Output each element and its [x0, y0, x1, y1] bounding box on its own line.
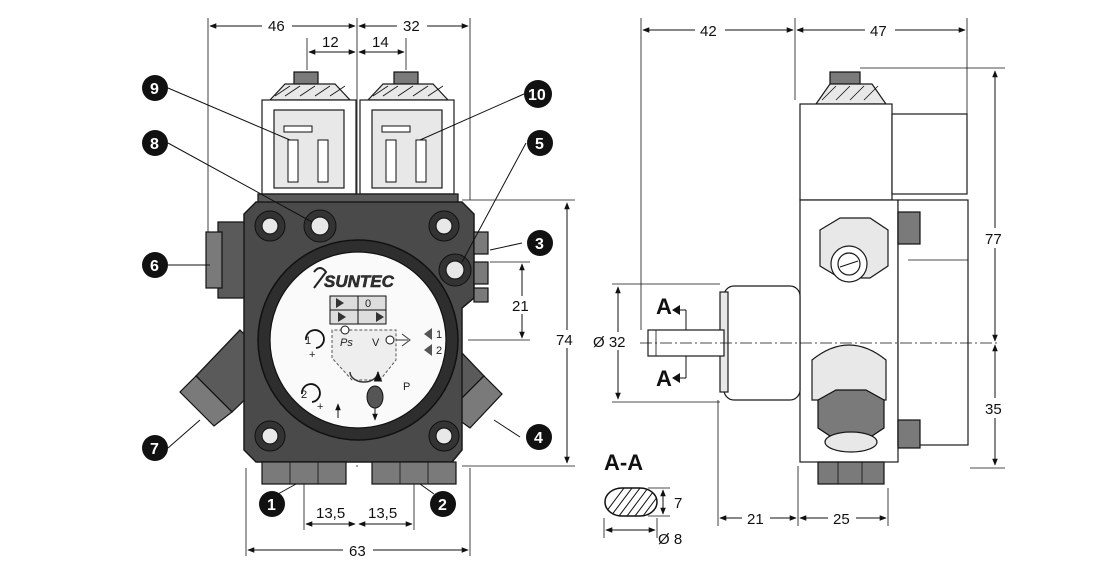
coil-left: [261, 71, 357, 195]
section-mark-lower: A: [656, 366, 672, 391]
callout-5: 5: [527, 130, 553, 156]
section-mark-upper: A: [656, 294, 672, 319]
dim-46: 46: [268, 18, 285, 35]
brand-logo: SUNTEC: [324, 272, 395, 291]
label-v: V: [372, 337, 380, 349]
dim-12: 12: [322, 34, 339, 51]
dim-77: 77: [985, 231, 1002, 248]
svg-text:9: 9: [150, 81, 159, 98]
mark-zero: 0: [365, 298, 371, 310]
dim-32: 32: [403, 18, 420, 35]
rot-1: 1: [305, 335, 311, 347]
dim-21-side: 21: [747, 511, 764, 528]
dim-shaft-dia: Ø 32: [593, 334, 626, 351]
label-p: P: [403, 381, 410, 393]
label-two: 2: [436, 345, 442, 357]
coil-right: [359, 71, 455, 195]
callout-3: 3: [527, 230, 553, 256]
corner-screws: [254, 210, 460, 452]
section-title: A-A: [604, 450, 643, 475]
callout-8: 8: [142, 130, 168, 156]
callout-7: 7: [142, 435, 168, 461]
side-view: 42 47 A: [590, 18, 1010, 528]
dim-21: 21: [512, 298, 529, 315]
plus-1: +: [309, 349, 315, 361]
plus-2: +: [317, 401, 323, 413]
svg-text:4: 4: [534, 430, 543, 447]
dim-74: 74: [556, 332, 573, 349]
dim-25: 25: [833, 511, 850, 528]
svg-text:2: 2: [438, 497, 447, 514]
callout-2: 2: [430, 491, 456, 517]
label-ps: Ps: [340, 337, 353, 349]
front-view: 46 32 12 14: [142, 17, 579, 560]
svg-text:5: 5: [535, 136, 544, 153]
rot-2: 2: [301, 389, 307, 401]
dim-47: 47: [870, 23, 887, 40]
dim-13-5-right: 13,5: [368, 505, 397, 522]
svg-text:6: 6: [150, 258, 159, 275]
dim-13-5-left: 13,5: [316, 505, 345, 522]
section-a-a: A-A 7 Ø 8: [603, 450, 682, 548]
label-one: 1: [436, 329, 442, 341]
dim-14: 14: [372, 34, 389, 51]
svg-text:10: 10: [528, 87, 546, 104]
callout-1: 1: [259, 491, 285, 517]
callout-10: 10: [524, 80, 552, 108]
callout-9: 9: [142, 75, 168, 101]
face-schematic: 0 Ps V P 1 2 1 + 2 +: [301, 295, 442, 421]
callout-6: 6: [142, 252, 168, 278]
dim-7: 7: [674, 495, 682, 512]
svg-text:3: 3: [535, 236, 544, 253]
svg-text:7: 7: [150, 441, 159, 458]
dim-42: 42: [700, 23, 717, 40]
callout-4: 4: [526, 424, 552, 450]
svg-text:8: 8: [150, 136, 159, 153]
dim-dia-8: Ø 8: [658, 531, 682, 548]
dim-63: 63: [349, 543, 366, 560]
svg-text:1: 1: [267, 497, 276, 514]
dim-35: 35: [985, 401, 1002, 418]
